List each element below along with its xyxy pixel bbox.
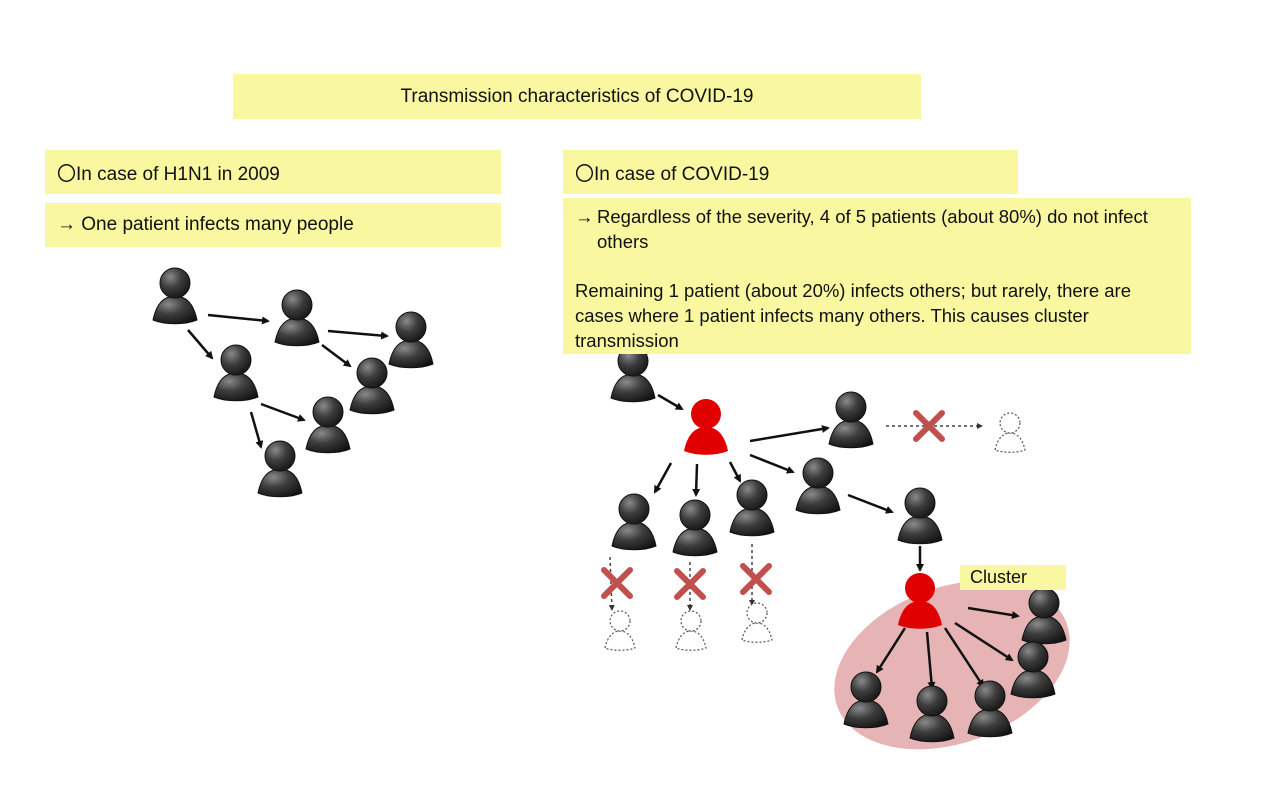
- person-icon: [729, 479, 775, 537]
- covid-point-1: → Regardless of the severity, 4 of 5 pat…: [575, 206, 1148, 252]
- page-title: Transmission characteristics of COVID-19: [233, 74, 921, 119]
- person-icon: [828, 391, 874, 449]
- person-icon: [274, 289, 320, 347]
- uninfected-person-icon: [604, 610, 636, 651]
- infector-person-icon: [684, 399, 728, 455]
- h1n1-network: [152, 267, 434, 498]
- cluster-label: Cluster: [960, 565, 1066, 590]
- person-icon: [610, 345, 656, 403]
- covid-network: [604, 345, 1067, 743]
- cross-icon: [604, 570, 630, 596]
- person-icon: [388, 311, 434, 369]
- covid-point-2: Remaining 1 patient (about 20%) infects …: [575, 280, 1131, 351]
- person-icon: [897, 487, 943, 545]
- person-icon: [257, 440, 303, 498]
- title-text: Transmission characteristics of COVID-19: [400, 85, 754, 107]
- person-icon: [672, 499, 718, 557]
- uninfected-person-icon: [994, 412, 1026, 453]
- cross-icon: [743, 566, 769, 592]
- arrow-icon: →: [575, 206, 594, 227]
- covid-description: → Regardless of the severity, 4 of 5 pat…: [563, 198, 1191, 354]
- person-icon: [795, 457, 841, 515]
- cross-icon: [916, 413, 942, 439]
- person-icon: [611, 493, 657, 551]
- person-icon: [213, 344, 259, 402]
- h1n1-summary: → One patient infects many people: [45, 203, 501, 247]
- person-icon: [349, 357, 395, 415]
- cluster-area: [834, 580, 1070, 750]
- person-icon: [152, 267, 198, 325]
- uninfected-person-icon: [741, 602, 773, 643]
- person-icon: [305, 396, 351, 454]
- h1n1-heading: 〇In case of H1N1 in 2009: [45, 150, 501, 194]
- uninfected-person-icon: [675, 610, 707, 651]
- covid-heading: 〇In case of COVID-19: [563, 150, 1018, 194]
